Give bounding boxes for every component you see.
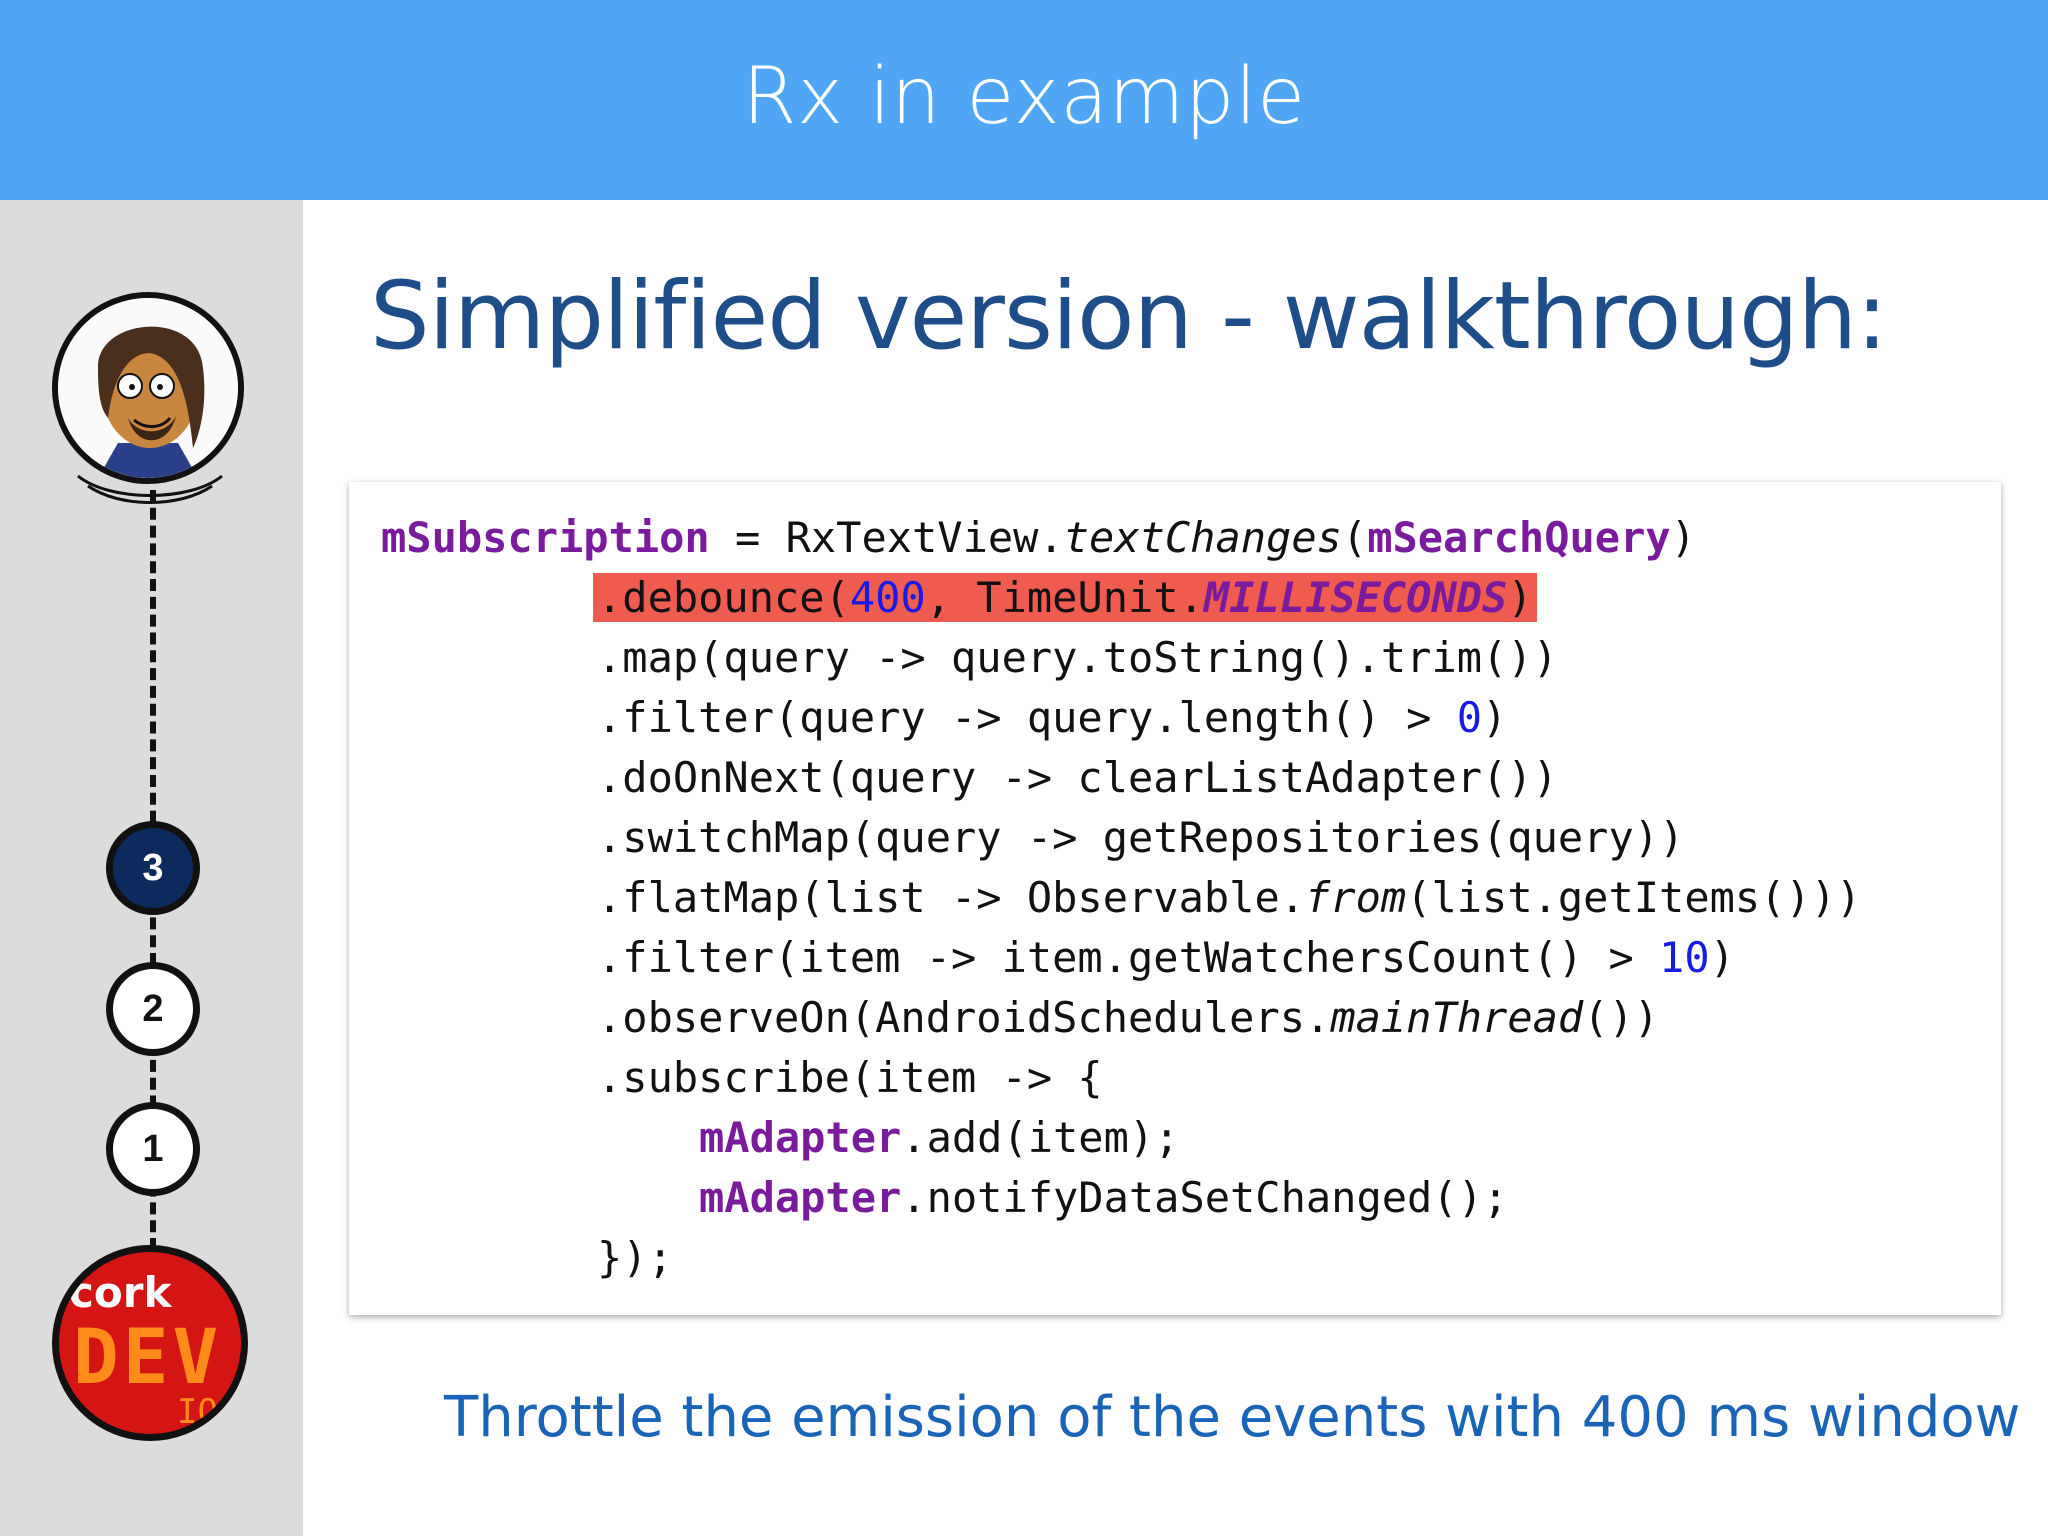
code-field: mAdapter xyxy=(699,1173,902,1222)
code-line-10: .subscribe(item -> { xyxy=(597,1053,1103,1102)
code-field: mAdapter xyxy=(699,1113,902,1162)
code-text: (list.getItems())) xyxy=(1406,873,1862,922)
cartoon-face-icon xyxy=(58,298,238,478)
code-number: 10 xyxy=(1659,933,1710,982)
header-title: Rx in example xyxy=(742,52,1306,142)
code-line-4: .filter(query -> query.length() > 0) xyxy=(597,688,1507,748)
slide-title: Simplified version - walkthrough: xyxy=(370,262,1888,371)
slide-caption: Throttle the emission of the events with… xyxy=(444,1385,2021,1450)
code-text: ) xyxy=(1507,573,1533,622)
code-line-6: .switchMap(query -> getRepositories(quer… xyxy=(597,813,1685,862)
code-text: ) xyxy=(1670,513,1696,562)
debounce-highlight: .debounce(400, TimeUnit.MILLISECONDS) xyxy=(593,573,1537,622)
code-line-11: mAdapter.add(item); xyxy=(699,1108,1179,1168)
code-constant: MILLISECONDS xyxy=(1203,573,1508,622)
logo-main-text: DEV xyxy=(73,1312,223,1401)
slide-header: Rx in example xyxy=(0,0,2048,200)
signal-waves-icon xyxy=(77,474,223,504)
code-line-5: .doOnNext(query -> clearListAdapter()) xyxy=(597,753,1558,802)
timeline-step-3[interactable]: 3 xyxy=(106,821,200,915)
code-text: .notifyDataSetChanged(); xyxy=(901,1173,1509,1222)
code-text: .add(item); xyxy=(901,1113,1180,1162)
code-text: .filter(item -> item.getWatchersCount() … xyxy=(597,933,1660,982)
code-line-1: mSubscription = RxTextView.textChanges(m… xyxy=(381,508,1696,568)
code-line-12: mAdapter.notifyDataSetChanged(); xyxy=(699,1168,1508,1228)
code-line-2-highlighted: .debounce(400, TimeUnit.MILLISECONDS) xyxy=(593,568,1537,628)
code-method: mainThread xyxy=(1330,993,1584,1042)
code-text: = RxTextView. xyxy=(709,513,1064,562)
code-text: .debounce( xyxy=(597,573,850,622)
code-text: ()) xyxy=(1583,993,1660,1042)
code-line-3: .map(query -> query.toString().trim()) xyxy=(597,633,1558,682)
code-text: .filter(query -> query.length() > xyxy=(597,693,1457,742)
code-method: textChanges xyxy=(1063,513,1342,562)
code-number: 0 xyxy=(1456,693,1483,742)
code-text: , TimeUnit. xyxy=(925,573,1204,622)
code-line-8: .filter(item -> item.getWatchersCount() … xyxy=(597,928,1735,988)
presenter-avatar xyxy=(52,292,244,484)
code-text: ) xyxy=(1482,693,1508,742)
cork-dev-logo: cork DEV IO xyxy=(52,1245,248,1441)
code-line-7: .flatMap(list -> Observable.from(list.ge… xyxy=(597,868,1861,928)
code-text: .flatMap(list -> Observable. xyxy=(597,873,1306,922)
timeline-step-1[interactable]: 1 xyxy=(106,1102,200,1196)
code-field: mSearchQuery xyxy=(1367,513,1671,562)
code-block: mSubscription = RxTextView.textChanges(m… xyxy=(349,482,2001,1315)
code-text: .observeOn(AndroidSchedulers. xyxy=(597,993,1331,1042)
code-line-9: .observeOn(AndroidSchedulers.mainThread(… xyxy=(597,988,1659,1048)
code-number: 400 xyxy=(849,573,926,622)
code-text: ) xyxy=(1709,933,1735,982)
logo-bottom-text: IO xyxy=(177,1392,218,1432)
logo-top-text: cork xyxy=(69,1268,172,1317)
code-text: ( xyxy=(1341,513,1368,562)
timeline-step-2[interactable]: 2 xyxy=(106,962,200,1056)
code-field: mSubscription xyxy=(381,513,710,562)
code-method: from xyxy=(1305,873,1407,922)
code-line-13: }); xyxy=(597,1233,673,1282)
